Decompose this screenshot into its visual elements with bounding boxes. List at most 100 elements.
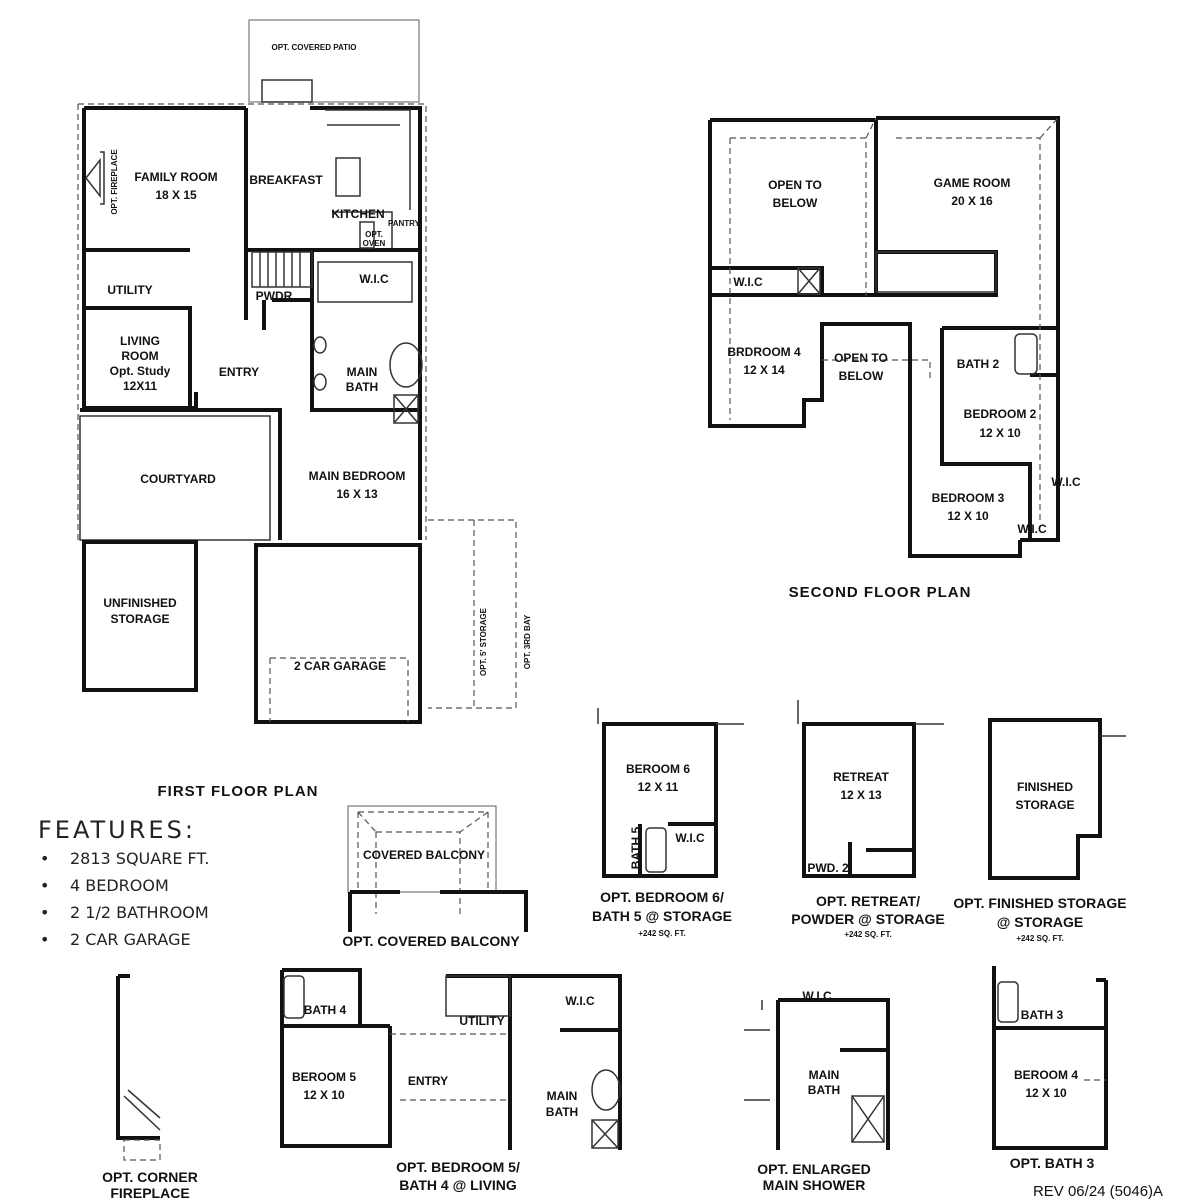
features-heading: FEATURES: — [38, 816, 196, 844]
label-living-study: Opt. Study — [110, 364, 171, 378]
label-opt-storage: OPT. 5' STORAGE — [479, 607, 488, 676]
label-bath2: BATH 2 — [957, 357, 1000, 371]
label-bedroom6-wic: W.I.C — [675, 831, 705, 845]
label-opt-oven: OPT. — [365, 230, 383, 239]
stairs — [251, 251, 313, 288]
label-bath4: BATH 4 — [304, 1003, 347, 1017]
label-shower-main-bath: MAIN — [809, 1068, 840, 1082]
opt-enlarged-shower: W.I.C MAIN BATH OPT. ENLARGED MAIN SHOWE… — [744, 989, 890, 1193]
label-bath3-bedroom-size: 12 X 10 — [1025, 1086, 1067, 1100]
label-opt-bay: OPT. 3RD BAY — [523, 614, 532, 669]
caption-retreat-2: POWDER @ STORAGE — [791, 911, 944, 927]
tub-icon — [389, 342, 423, 388]
label-pantry: PANTRY — [388, 219, 421, 228]
caption-finished: OPT. FINISHED STORAGE — [953, 895, 1126, 911]
caption-retreat: OPT. RETREAT/ — [816, 893, 920, 909]
label-breakfast: BREAKFAST — [249, 173, 323, 187]
feature-item: 4 BEDROOM — [70, 876, 169, 895]
label-covered-patio: OPT. COVERED PATIO — [271, 43, 356, 52]
label-wic-2f: W.I.C — [733, 275, 763, 289]
label-bedroom2-size: 12 X 10 — [979, 426, 1021, 440]
label-living-size: 12X11 — [123, 379, 157, 393]
label-unfinished: UNFINISHED — [103, 596, 177, 610]
label-bed5-main-bath-2: BATH — [546, 1105, 578, 1119]
opt-corner-fireplace: OPT. CORNER FIREPLACE — [102, 974, 198, 1200]
caption-finished-sqft: +242 SQ. FT. — [1016, 934, 1063, 943]
label-bedroom6-size: 12 X 11 — [638, 780, 679, 794]
label-open-below-2: BELOW — [773, 196, 818, 210]
bullet: • — [40, 930, 49, 949]
bullet: • — [40, 849, 49, 868]
label-kitchen: KITCHEN — [331, 207, 384, 221]
label-living: LIVING — [120, 334, 160, 348]
label-finished: FINISHED — [1017, 780, 1073, 794]
feature-item: 2 CAR GARAGE — [70, 930, 191, 949]
caption-retreat-sqft: +242 SQ. FT. — [844, 930, 891, 939]
label-bedroom4-size: 12 X 14 — [743, 363, 785, 377]
caption-bedroom5: OPT. BEDROOM 5/ — [396, 1159, 520, 1175]
label-garage: 2 CAR GARAGE — [294, 659, 386, 673]
caption-fireplace-2: FIREPLACE — [110, 1185, 189, 1200]
fireplace-icon — [85, 151, 105, 205]
opt-bath-3: BATH 3 BEROOM 4 12 X 10 OPT. BATH 3 — [992, 966, 1108, 1171]
label-wic-b3: W.I.C — [1017, 522, 1047, 536]
second-floor-title: SECOND FLOOR PLAN — [789, 584, 972, 601]
opt-bedroom-5: BATH 4 BEROOM 5 12 X 10 ENTRY UTILITY W.… — [280, 968, 622, 1193]
caption-finished-2: @ STORAGE — [997, 914, 1084, 930]
opt-retreat: RETREAT 12 X 13 PWD. 2 OPT. RETREAT/ POW… — [791, 700, 945, 939]
label-fireplace: OPT. FIREPLACE — [110, 149, 119, 215]
label-bedroom2: BEDROOM 2 — [964, 407, 1037, 421]
label-game-room-size: 20 X 16 — [951, 194, 993, 208]
label-bed5-entry: ENTRY — [408, 1074, 448, 1088]
label-family-room-size: 18 X 15 — [155, 188, 197, 202]
label-unfinished-storage: STORAGE — [110, 612, 169, 626]
label-wic: W.I.C — [359, 272, 389, 286]
label-finished-storage: STORAGE — [1015, 798, 1074, 812]
label-bath3-bedroom: BEROOM 4 — [1014, 1068, 1078, 1082]
kitchen-island — [335, 157, 361, 197]
label-bed5-wic: W.I.C — [565, 994, 595, 1008]
label-bedroom4: BRDROOM 4 — [727, 345, 801, 359]
label-bedroom6: BEROOM 6 — [626, 762, 690, 776]
label-bedroom3-size: 12 X 10 — [947, 509, 989, 523]
label-bath5: BATH 5 — [629, 826, 643, 869]
label-open-below-small: OPEN TO — [834, 351, 888, 365]
caption-bedroom6-sqft: +242 SQ. FT. — [638, 929, 685, 938]
label-main-bedroom: MAIN BEDROOM — [309, 469, 406, 483]
covered-patio-outline — [248, 19, 420, 103]
stairs-2 — [875, 251, 997, 293]
label-wic-b2: W.I.C — [1051, 475, 1081, 489]
first-floor-plan: OPT. COVERED PATIO FAMILY ROOM 18 X 15 O… — [77, 19, 532, 800]
label-game-room: GAME ROOM — [934, 176, 1011, 190]
label-main-bath: MAIN — [347, 365, 378, 379]
label-opt-oven-2: OVEN — [363, 239, 386, 248]
label-living-room: ROOM — [121, 349, 158, 363]
label-shower-main-bath-2: BATH — [808, 1083, 840, 1097]
feature-item: 2813 SQUARE FT. — [70, 849, 209, 868]
label-open-below-small-2: BELOW — [839, 369, 884, 383]
bullet: • — [40, 903, 49, 922]
label-covered-balcony: COVERED BALCONY — [363, 848, 485, 862]
bullet: • — [40, 876, 49, 895]
label-bedroom5: BEROOM 5 — [292, 1070, 356, 1084]
caption-bedroom6-2: BATH 5 @ STORAGE — [592, 908, 732, 924]
label-pwdr: PWDR — [256, 289, 293, 303]
caption-covered-balcony: OPT. COVERED BALCONY — [342, 933, 520, 949]
label-main-bath-2: BATH — [346, 380, 378, 394]
caption-bedroom5-2: BATH 4 @ LIVING — [399, 1177, 517, 1193]
label-retreat-size: 12 X 13 — [840, 788, 882, 802]
label-bed5-main-bath: MAIN — [547, 1089, 578, 1103]
label-main-bedroom-size: 16 X 13 — [336, 487, 378, 501]
label-open-below: OPEN TO — [768, 178, 822, 192]
second-floor-plan: OPEN TO BELOW GAME ROOM 20 X 16 W.I.C BR… — [708, 116, 1081, 601]
caption-bedroom6: OPT. BEDROOM 6/ — [600, 889, 724, 905]
feature-item: 2 1/2 BATHROOM — [70, 903, 209, 922]
label-courtyard: COURTYARD — [140, 472, 216, 486]
courtyard-area — [79, 415, 271, 541]
caption-shower-2: MAIN SHOWER — [763, 1177, 866, 1193]
label-family-room: FAMILY ROOM — [134, 170, 217, 184]
caption-shower: OPT. ENLARGED — [757, 1161, 871, 1177]
label-utility: UTILITY — [107, 283, 152, 297]
opt-covered-balcony: COVERED BALCONY OPT. COVERED BALCONY — [342, 805, 528, 949]
